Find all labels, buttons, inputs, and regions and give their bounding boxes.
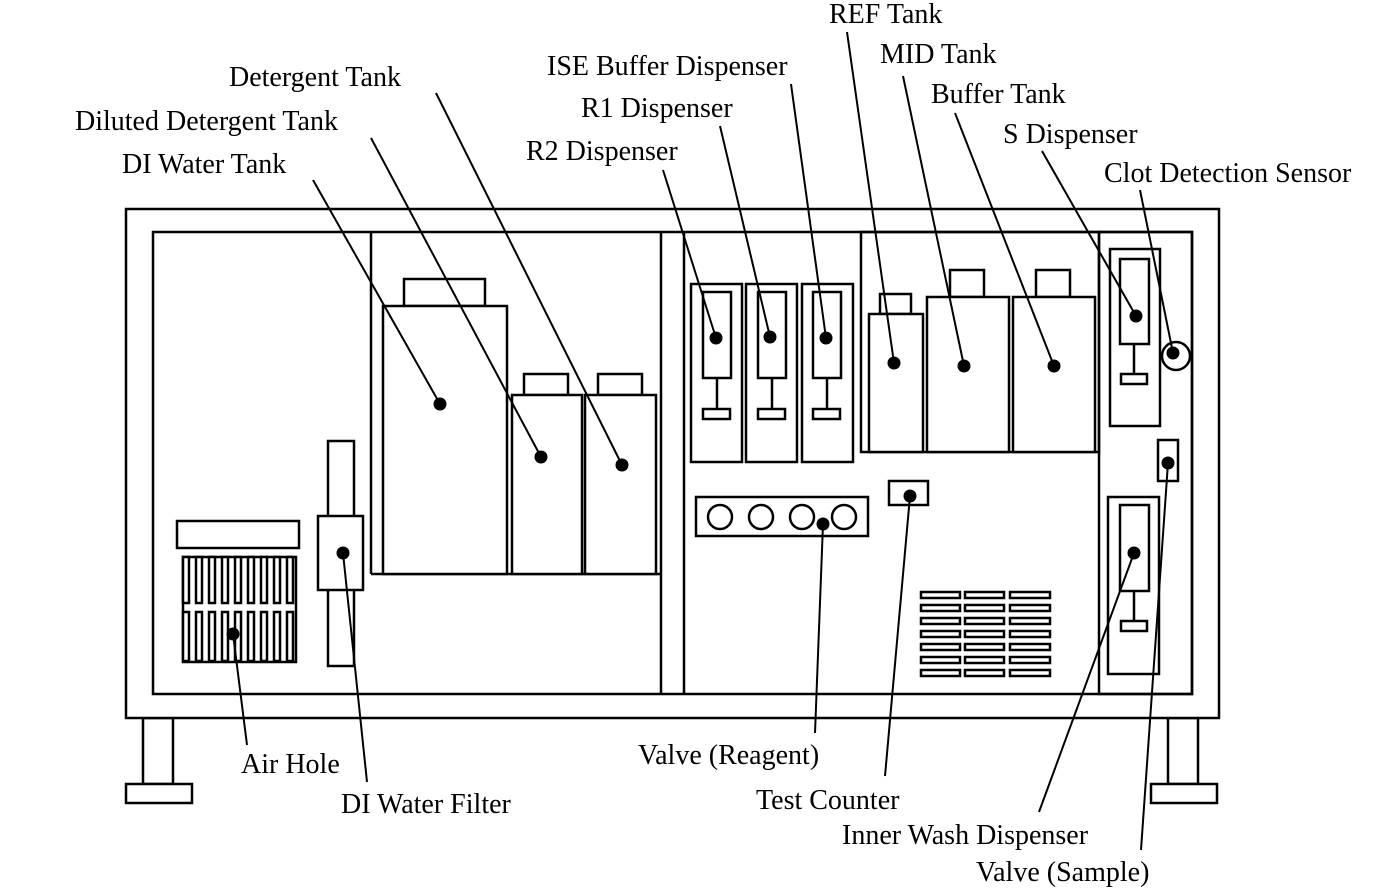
label-ref-tank: REF Tank [829,0,942,30]
leader-line-detergent-tank [435,92,623,466]
right-leg [1149,716,1219,805]
valve-reagent-body [694,495,870,538]
leader-line-buffer-tank [954,112,1055,367]
label-di-water-tank: DI Water Tank [122,149,286,180]
r2-dispenser-body [689,282,744,464]
leader-line-valve-reagent [814,523,824,734]
label-s-dispenser: S Dispenser [1003,119,1138,150]
label-air-hole: Air Hole [241,749,340,780]
leader-line-valve-sample [1140,462,1169,851]
leader-line-r2-dispenser [662,169,717,339]
di-water-tank-body [381,277,509,576]
center-vent [919,590,1052,678]
leader-line-di-water-tank [312,179,441,405]
buffer-tank-body [1011,268,1097,454]
left-leg [124,716,194,805]
label-valve-reagent: Valve (Reagent) [638,740,819,771]
leader-line-test-counter [884,495,911,777]
leader-line-air-hole [232,633,248,746]
leader-line-s-dispenser [1041,150,1137,317]
label-r1-dispenser: R1 Dispenser [581,93,733,124]
ise-buffer-dispenser-body [800,282,855,464]
r1-dispenser-body [744,282,799,464]
label-inner-wash-dispenser: Inner Wash Dispenser [842,820,1089,851]
inner-wash-dispenser-body [1106,495,1161,676]
leader-line-inner-wash-dispenser [1038,552,1135,813]
leader-line-ise-buffer-dispenser [790,83,827,339]
leader-line-clot-detection-sensor [1139,189,1174,354]
leader-line-ref-tank [846,31,895,364]
leader-line-r1-dispenser [719,125,771,338]
ref-tank-body [867,292,925,454]
label-detergent-tank: Detergent Tank [229,62,401,93]
label-diluted-detergent-tank: Diluted Detergent Tank [75,106,338,137]
label-buffer-tank: Buffer Tank [931,79,1066,110]
label-ise-buffer-dispenser: ISE Buffer Dispenser [547,51,788,82]
label-clot-detection-sensor: Clot Detection Sensor [1104,158,1352,189]
diluted-detergent-tank-body [510,372,584,576]
detergent-tank-body [583,372,658,576]
label-valve-sample: Valve (Sample) [976,857,1149,888]
mid-tank-body [925,268,1011,454]
marker-dots [226,309,1180,641]
air-hole-vent [175,519,301,664]
label-r2-dispenser: R2 Dispenser [526,136,678,167]
label-mid-tank: MID Tank [880,39,997,70]
leader-line-di-water-filter [342,552,368,783]
leader-line-mid-tank [902,75,965,367]
s-dispenser-body [1108,247,1162,428]
leader-line-diluted-detergent-tank [370,137,542,458]
label-di-water-filter: DI Water Filter [341,789,512,820]
label-test-counter: Test Counter [756,785,900,816]
right-rail [1097,230,1194,696]
